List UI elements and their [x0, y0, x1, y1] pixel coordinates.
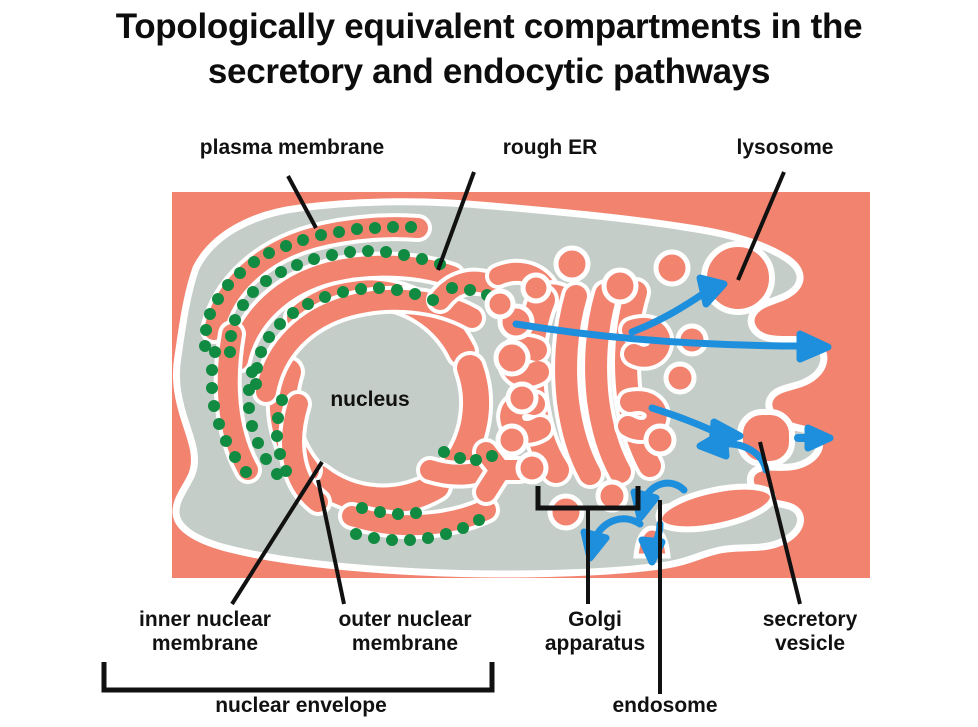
rough-er	[200, 213, 585, 540]
arrow-secretory-main-head	[796, 330, 832, 363]
label-plasma-membrane: plasma membrane	[199, 136, 385, 159]
transport-vesicle	[553, 245, 591, 283]
label-nuclear-envelope: nuclear envelope	[215, 694, 387, 717]
ribosomes	[199, 221, 509, 546]
leader-secretory-vesicle	[758, 441, 802, 605]
transport-vesicle	[515, 451, 549, 485]
leader-lysosome	[736, 171, 786, 281]
leader-plasma-membrane	[286, 175, 318, 229]
label-endosome: endosome	[612, 694, 718, 717]
arrow-membrane-internalize-head	[638, 536, 666, 566]
title-line-2: secretory and endocytic pathways	[207, 52, 771, 91]
label-rough-er: rough ER	[502, 136, 598, 159]
label-lysosome: lysosome	[736, 136, 834, 159]
title-line-1: Topologically equivalent compartments in…	[115, 7, 863, 46]
transport-vesicle	[653, 249, 691, 287]
transport-vesicle	[493, 339, 531, 377]
arrow-secretory-main	[512, 320, 810, 350]
transport-vesicle	[663, 361, 697, 395]
transport-vesicle	[643, 423, 677, 457]
transport-vesicle	[505, 381, 539, 415]
nucleus-interior	[265, 295, 475, 505]
label-nucleus: nucleus	[330, 388, 410, 411]
transport-arrows	[512, 274, 834, 566]
transport-vesicle	[601, 267, 639, 305]
transport-vesicle	[547, 493, 585, 531]
transport-vesicle	[484, 288, 516, 320]
leader-outer-nuclear-membrane	[316, 479, 346, 605]
arrow-exocytosis-head	[804, 424, 834, 452]
leader-lines	[101, 171, 802, 694]
leader-rough-er	[436, 171, 476, 271]
arrow-endocytosis-right-head	[696, 428, 730, 460]
leader-inner-nuclear-membrane	[230, 460, 324, 606]
transport-vesicle	[520, 272, 552, 304]
secretory-vesicle	[737, 409, 795, 467]
arrow-golgi-to-lysosome-head	[696, 274, 728, 308]
page-title: Topologically equivalent compartments in…	[0, 4, 978, 94]
bracket-nuclear-envelope	[101, 662, 495, 693]
bracket-golgi	[535, 486, 641, 511]
transport-vesicle	[495, 423, 529, 457]
